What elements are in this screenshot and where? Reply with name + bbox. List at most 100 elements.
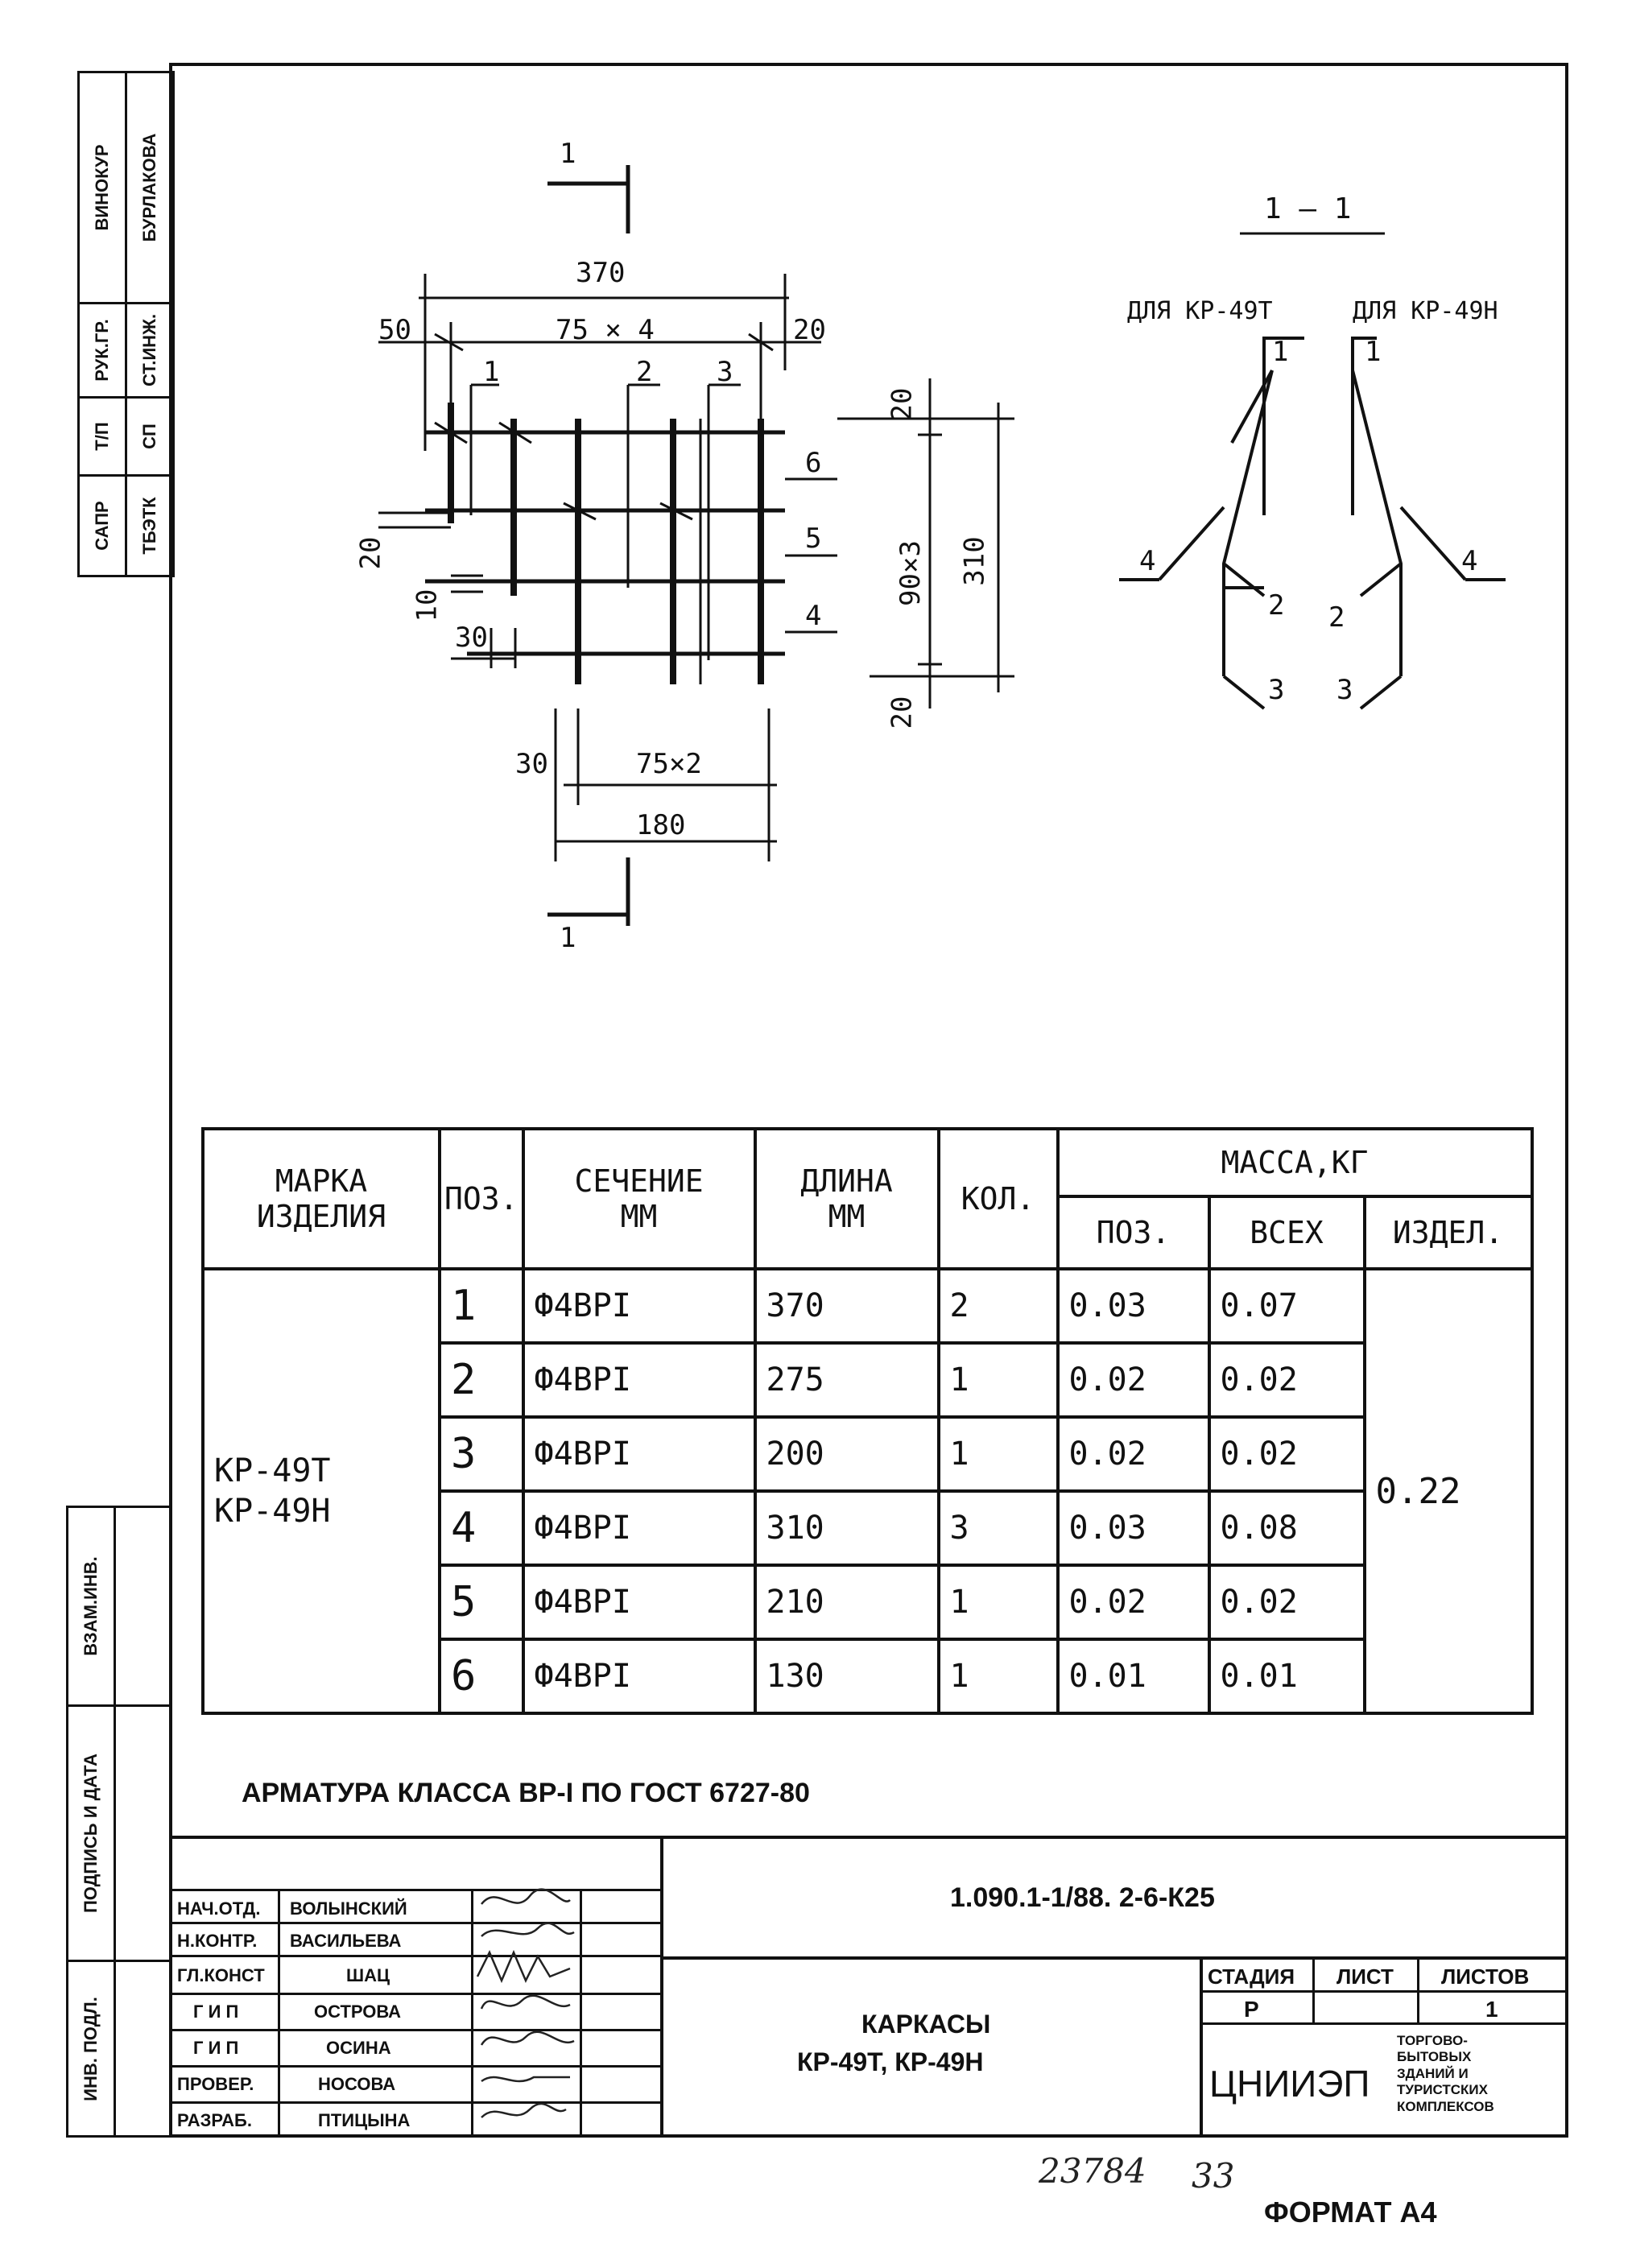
dlina-cell: 310 — [753, 1489, 940, 1567]
listov-label: ЛИСТОВ — [1441, 1964, 1530, 1989]
podpis-data-cell: ПОДПИСЬ И ДАТА — [66, 1704, 116, 1962]
sech-cell: Ф4ВРI — [521, 1564, 757, 1641]
mesh-drawing — [378, 165, 1014, 926]
section-mark-bottom: 1 — [560, 922, 576, 954]
m-vseh-cell: 0.02 — [1207, 1341, 1366, 1419]
dim-right: 20 — [793, 314, 826, 346]
role-label: ПРОВЕР. — [177, 2074, 254, 2094]
dlina-cell: 275 — [753, 1341, 940, 1419]
document-title-line1: КАРКАСЫ — [861, 2010, 991, 2039]
dim-90x3: 90×3 — [894, 540, 927, 606]
document-title-line2: КР-49Т, КР-49Н — [797, 2047, 984, 2076]
poz-cell: 4 — [438, 1489, 525, 1567]
vzam-inv-cell: ВЗАМ.ИНВ. — [66, 1506, 116, 1707]
section-1-1-drawing — [1119, 232, 1506, 710]
section-mark-top: 1 — [560, 138, 576, 170]
role-label: ГЛ.КОНСТ — [177, 1965, 265, 1985]
section-label-h: ДЛЯ КР-49Н — [1353, 297, 1498, 325]
table-row: 6 Ф4ВРI 130 1 0.01 0.01 — [203, 1638, 1532, 1715]
pos-3-label: 3 — [717, 356, 733, 388]
sech-cell: Ф4ВРI — [521, 1267, 757, 1345]
role-label: Г И П — [193, 2038, 239, 2058]
pos-5-label: 5 — [805, 523, 822, 555]
section-pos-1-right: 1 — [1365, 336, 1382, 368]
kol-cell: 2 — [936, 1267, 1060, 1345]
pos-4-label: 4 — [805, 600, 822, 632]
dim-30-top: 30 — [455, 622, 488, 654]
list-label: ЛИСТ — [1336, 1964, 1394, 1989]
izdel-total-cell: 0.22 — [1362, 1267, 1534, 1715]
section-pos-4-left: 4 — [1139, 545, 1156, 577]
listov-value: 1 — [1485, 1997, 1498, 2022]
section-pos-4-right: 4 — [1461, 545, 1478, 577]
pos-1-label: 1 — [483, 356, 500, 388]
note-text: АРМАТУРА КЛАССА ВР-I ПО ГОСТ 6727-80 — [242, 1778, 810, 1808]
m-vseh-cell: 0.02 — [1207, 1564, 1366, 1641]
dim-75x2: 75×2 — [636, 748, 702, 780]
dlina-cell: 210 — [753, 1564, 940, 1641]
poz-cell: 6 — [438, 1638, 525, 1715]
table-subheader-row: ПОЗ. ВСЕХ ИЗДЕЛ. — [203, 1195, 1534, 1270]
person-name: ВАСИЛЬЕВА — [290, 1931, 402, 1951]
section-pos-2-right: 2 — [1328, 601, 1345, 634]
table-row: 5 Ф4ВРI 210 1 0.02 0.02 — [203, 1564, 1532, 1641]
side-stamp: ВИНОКУР БУРЛАКОВА РУК.ГР. СТ.ИНЖ. Т/П СП… — [77, 71, 175, 578]
sech-cell: Ф4ВРI — [521, 1638, 757, 1715]
person-name: ОСТРОВА — [314, 2002, 402, 2022]
person-name: ШАЦ — [346, 1965, 390, 1985]
person-name: ОСИНА — [326, 2038, 391, 2058]
sech-cell: Ф4ВРI — [521, 1415, 757, 1493]
org-subtitle: ТОРГОВО- БЫТОВЫХ ЗДАНИЙ И ТУРИСТСКИХ КОМ… — [1397, 2033, 1494, 2114]
table-row: 2 Ф4ВРI 275 1 0.02 0.02 — [203, 1341, 1532, 1419]
drawing-frame — [169, 63, 1568, 2138]
org-name: ЦНИИЭП — [1209, 2063, 1370, 2105]
dlina-cell: 200 — [753, 1415, 940, 1493]
dim-20-bottom-right: 20 — [886, 696, 919, 729]
dim-30-bottom: 30 — [515, 748, 548, 780]
dlina-cell: 370 — [753, 1267, 940, 1345]
dim-180: 180 — [636, 809, 686, 841]
role-label: Н.КОНТР. — [177, 1931, 258, 1951]
dim-20-left: 20 — [354, 536, 387, 570]
kol-cell: 3 — [936, 1489, 1060, 1567]
pos-2-label: 2 — [636, 356, 653, 388]
dim-10: 10 — [411, 589, 444, 622]
header-massa: МАССА,КГ — [1056, 1127, 1534, 1198]
inv-podl-cell: ИНВ. ПОДЛ. — [66, 1960, 116, 2138]
kol-cell: 1 — [936, 1638, 1060, 1715]
m-poz-cell: 0.02 — [1056, 1564, 1211, 1641]
stadia-label: СТАДИЯ — [1208, 1964, 1295, 1989]
section-title: 1 — 1 — [1264, 192, 1352, 225]
dim-left: 50 — [378, 314, 411, 346]
poz-cell: 2 — [438, 1341, 525, 1419]
sech-cell: Ф4ВРI — [521, 1489, 757, 1567]
poz-cell: 1 — [438, 1267, 525, 1345]
person-name: ПТИЦЫНА — [318, 2110, 411, 2130]
header-massa-izdel: ИЗДЕЛ. — [1362, 1195, 1534, 1270]
dlina-cell: 130 — [753, 1638, 940, 1715]
section-pos-3-left: 3 — [1268, 674, 1285, 706]
format-label: ФОРМАТ А4 — [1264, 2196, 1437, 2229]
role-label: Г И П — [193, 2002, 239, 2022]
kol-cell: 1 — [936, 1341, 1060, 1419]
side-stamp-cell: ТБЭТК — [125, 474, 175, 577]
m-poz-cell: 0.03 — [1056, 1489, 1211, 1567]
header-massa-vseh: ВСЕХ — [1207, 1195, 1366, 1270]
signatures — [476, 1888, 575, 2118]
section-label-t: ДЛЯ КР-49Т — [1127, 297, 1273, 325]
dim-mid: 75 × 4 — [556, 314, 655, 346]
header-kol: КОЛ. — [936, 1127, 1060, 1270]
inventory-number: 23784 — [1039, 2151, 1146, 2191]
kol-cell: 1 — [936, 1415, 1060, 1493]
stadia-value: Р — [1244, 1997, 1259, 2022]
m-poz-cell: 0.03 — [1056, 1267, 1211, 1345]
header-massa-poz: ПОЗ. — [1056, 1195, 1211, 1270]
person-name: ВОЛЫНСКИЙ — [290, 1898, 407, 1919]
